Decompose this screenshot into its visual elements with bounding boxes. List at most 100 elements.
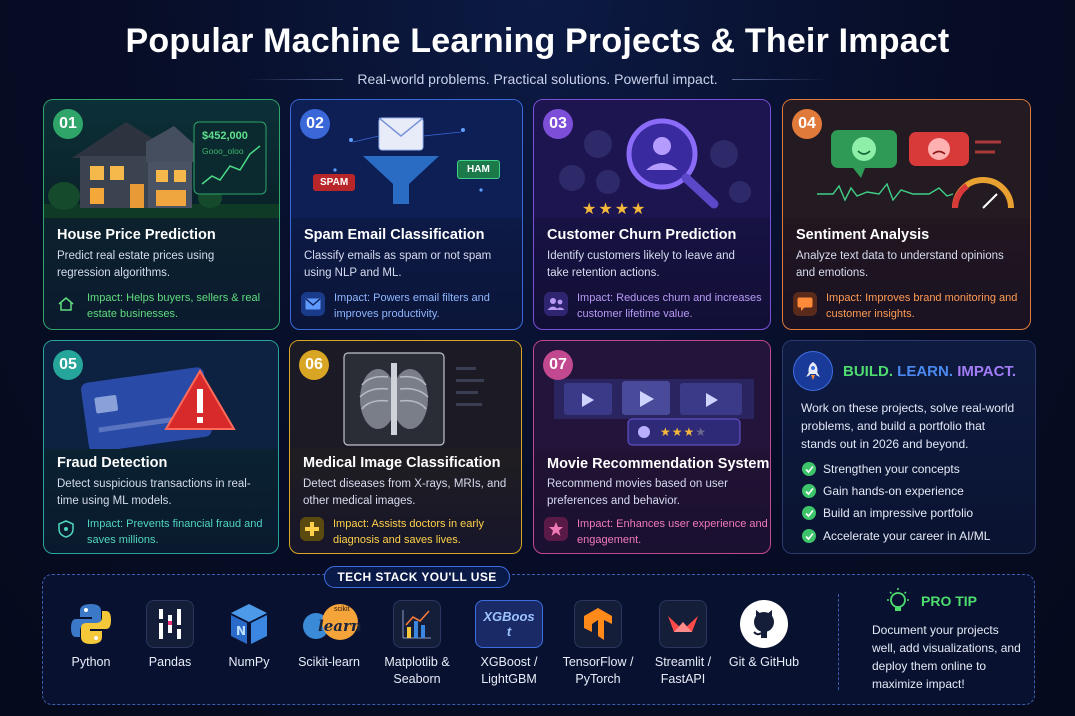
tool-numpy: N NumPy (206, 600, 292, 671)
star-icon: ★ (598, 201, 615, 218)
tool-name: NumPy (228, 655, 270, 669)
house-icon (54, 292, 78, 316)
star-icon: ★ (614, 201, 632, 218)
tech-divider (838, 594, 839, 690)
learn-word: LEARN. (897, 363, 954, 380)
build-heading: BUILD. LEARN. IMPACT. (843, 363, 1016, 380)
star-icon: ★ (695, 425, 708, 439)
build-check-item: Build an impressive portfolio (823, 506, 974, 520)
svg-text:N: N (236, 624, 246, 638)
pro-tip-text: Document your projects well, add visuali… (872, 623, 1021, 691)
project-impact: Impact: Prevents financial fraud and sav… (87, 518, 263, 546)
python-logo (67, 600, 115, 648)
project-card-movie[interactable]: ★★★★ 07 Movie Recommendation System Reco… (533, 340, 771, 554)
project-card-fraud[interactable]: 05 Fraud Detection Detect suspicious tra… (43, 340, 279, 554)
tensorflow-logo (574, 600, 622, 648)
tool-name: Streamlit / FastAPI (654, 655, 712, 686)
project-description: Recommend movies based on user preferenc… (547, 478, 728, 507)
sentiment-illustration (783, 100, 1030, 218)
impact-word: IMPACT. (957, 363, 1017, 380)
project-impact: Impact: Assists doctors in early diagnos… (333, 518, 484, 546)
rating-stars: ★★★★ (582, 199, 647, 218)
scikit-small-text: scikit (334, 606, 350, 613)
project-number-badge: 04 (792, 109, 822, 139)
star-icon: ★ (582, 201, 599, 218)
star-icon: ★ (683, 425, 696, 439)
scikit-learn-logo: scikit learn (296, 600, 362, 648)
tool-scikit-learn: scikit learn Scikit-learn (286, 600, 372, 671)
project-title: Fraud Detection (57, 455, 168, 471)
build-text: Work on these projects, solve real-world… (801, 401, 1015, 451)
chat-icon (793, 292, 817, 316)
star-icon: ★ (631, 201, 648, 218)
streamlit-logo (659, 600, 707, 648)
ham-tag: HAM (457, 160, 500, 179)
star-icon: ★ (671, 425, 684, 439)
project-title: House Price Prediction (57, 227, 216, 243)
project-number-badge: 06 (299, 350, 329, 380)
tool-xgboost: XGBoost XGBoost / LightGBM (466, 600, 552, 688)
project-description: Detect suspicious transactions in real-t… (57, 478, 251, 507)
tool-name: TensorFlow / PyTorch (562, 655, 634, 686)
project-title: Medical Image Classification (303, 455, 501, 471)
subtitle-row: Real-world problems. Practical solutions… (0, 70, 1075, 88)
tool-python: Python (48, 600, 134, 671)
house-illustration: $452,000 Gooo_oloo (44, 100, 279, 218)
xgboost-logo-text: XGBoost (483, 609, 535, 639)
build-word: BUILD. (843, 363, 893, 380)
tool-github: Git & GitHub (721, 600, 807, 671)
xray-illustration (290, 341, 521, 449)
project-impact: Impact: Enhances user experience and eng… (577, 518, 768, 546)
xgboost-logo: XGBoost (475, 600, 543, 648)
project-title: Movie Recommendation System (547, 456, 770, 472)
tool-streamlit: Streamlit / FastAPI (640, 600, 726, 688)
tech-stack-label: TECH STACK YOU'LL USE (324, 566, 510, 588)
project-card-medical[interactable]: 06 Medical Image Classification Detect d… (289, 340, 522, 554)
check-icon (802, 484, 816, 498)
project-number-badge: 03 (543, 109, 573, 139)
spam-tag: SPAM (313, 174, 356, 191)
project-impact: Impact: Improves brand monitoring and cu… (826, 292, 1018, 320)
project-card-churn[interactable]: ★★★★ 03 Customer Churn Prediction Identi… (533, 99, 771, 330)
tool-name: XGBoost / LightGBM (480, 655, 538, 686)
movie-illustration: ★★★★ (534, 341, 770, 449)
rocket-icon (793, 351, 833, 391)
page-title: Popular Machine Learning Projects & Thei… (125, 22, 950, 60)
fraud-illustration (44, 341, 278, 449)
subtitle-divider-right (731, 78, 827, 80)
check-icon (802, 529, 816, 543)
subtitle-divider-left (248, 78, 344, 80)
matplotlib-logo (393, 600, 441, 648)
build-check-item: Strengthen your concepts (823, 462, 960, 476)
project-card-house-price[interactable]: $452,000 Gooo_oloo 01 House Price Predic… (43, 99, 280, 330)
project-number-badge: 01 (53, 109, 83, 139)
build-learn-impact-panel: BUILD. LEARN. IMPACT. Work on these proj… (782, 340, 1036, 554)
build-check-item: Gain hands-on experience (823, 484, 964, 498)
project-description: Predict real estate prices using regress… (57, 250, 215, 279)
churn-illustration: ★★★★ (534, 100, 770, 218)
build-check-item: Accelerate your career in AI/ML (823, 529, 991, 543)
tool-name: Pandas (148, 655, 192, 669)
tool-pandas: Pandas (127, 600, 213, 671)
medical-cross-icon (300, 517, 324, 541)
project-impact: Impact: Powers email filters and improve… (334, 292, 490, 320)
project-description: Identify customers likely to leave and t… (547, 250, 735, 279)
github-logo (740, 600, 788, 648)
project-card-sentiment[interactable]: 04 Sentiment Analysis Analyze text data … (782, 99, 1031, 330)
price-readout: $452,000 (202, 130, 248, 142)
project-number-badge: 02 (300, 109, 330, 139)
project-title: Sentiment Analysis (796, 227, 930, 243)
project-title: Spam Email Classification (304, 227, 485, 243)
users-icon (544, 292, 568, 316)
tool-tensorflow: TensorFlow / PyTorch (555, 600, 641, 688)
project-description: Analyze text data to understand opinions… (796, 250, 1004, 279)
pandas-logo (146, 600, 194, 648)
price-subreadout: Gooo_oloo (202, 146, 244, 156)
project-description: Detect diseases from X-rays, MRIs, and o… (303, 478, 507, 507)
tool-name: Python (71, 655, 111, 669)
check-icon (802, 462, 816, 476)
envelope-icon (301, 292, 325, 316)
tool-name: Scikit-learn (298, 655, 360, 669)
project-card-spam-email[interactable]: SPAM HAM 02 Spam Email Classification Cl… (290, 99, 523, 330)
tool-matplotlib: Matplotlib & Seaborn (374, 600, 460, 688)
